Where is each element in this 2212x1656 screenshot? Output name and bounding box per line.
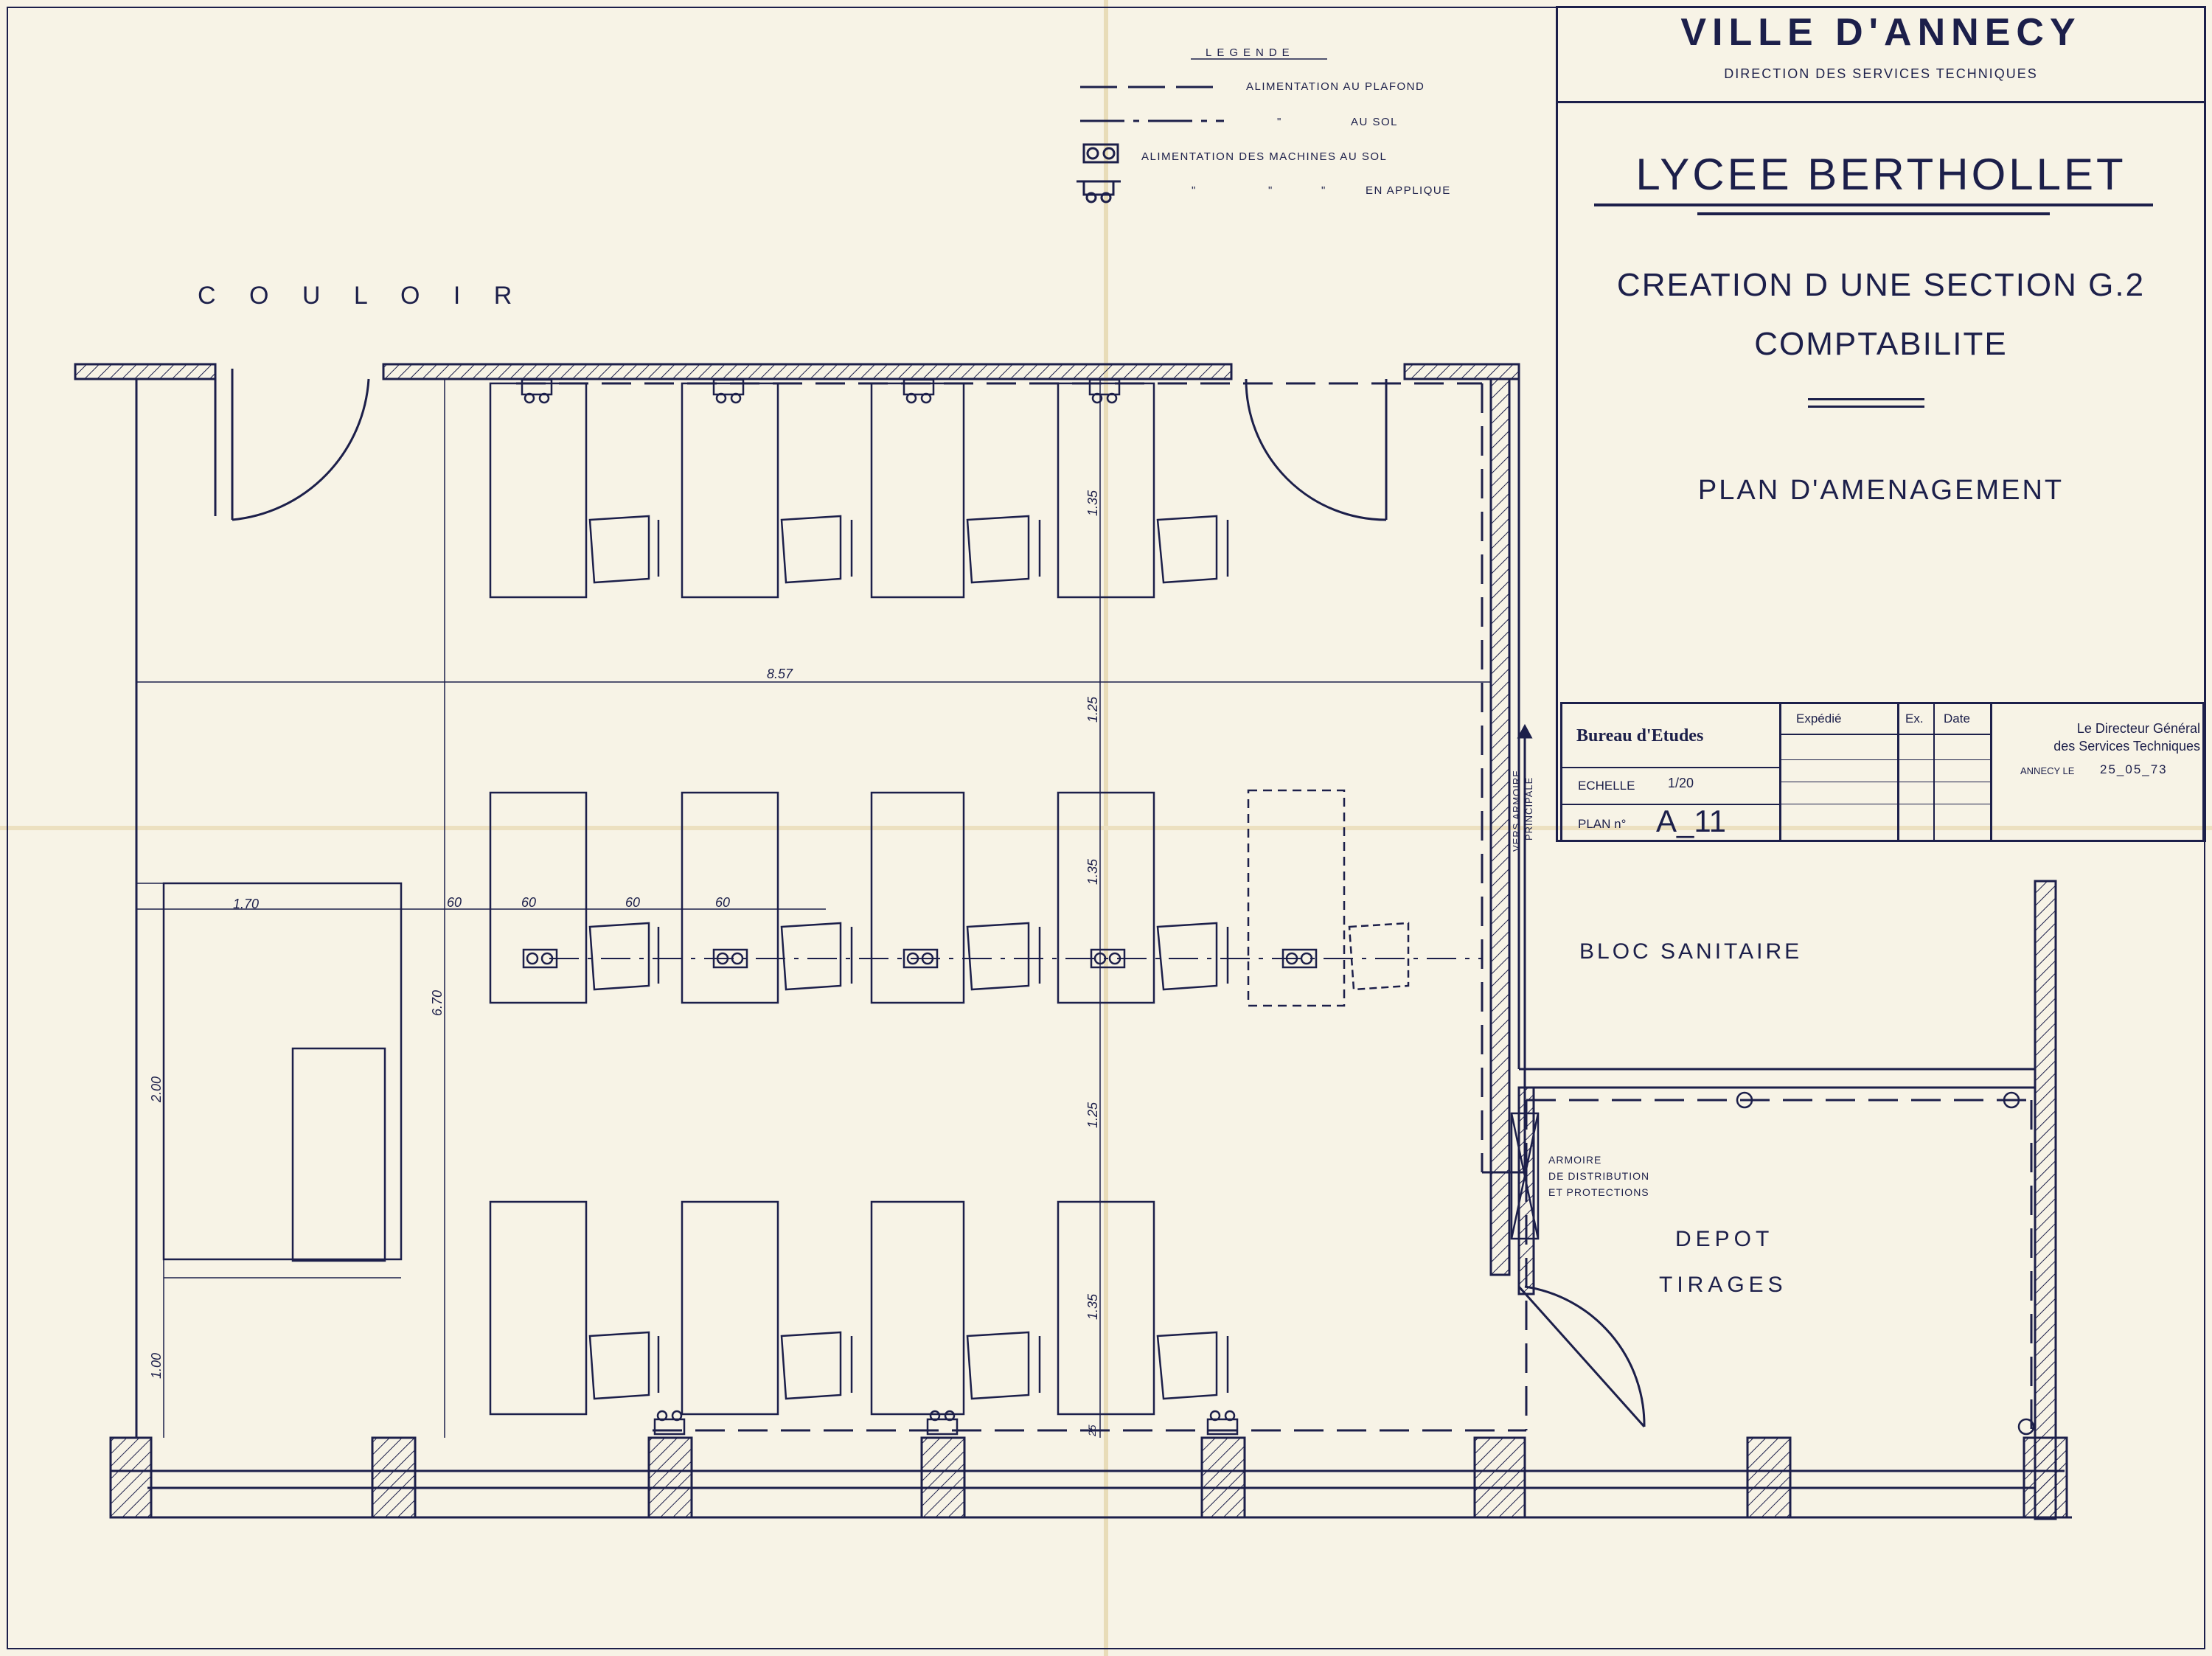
dimension-label: 60 xyxy=(625,895,640,910)
dimension-label: 2.00 xyxy=(149,1076,164,1103)
table-rule xyxy=(1781,734,1992,735)
dimension-label: 8.57 xyxy=(767,667,793,681)
project-underline xyxy=(1808,406,1924,408)
annecy-le: ANNECY LE xyxy=(2020,765,2075,776)
legend-ditto: " xyxy=(1277,116,1281,128)
corridor-label: C O U L O I R xyxy=(198,282,525,310)
service-subtitle: DIRECTION DES SERVICES TECHNIQUES xyxy=(1724,66,2038,81)
col-expedie: Expédié xyxy=(1796,712,1842,726)
bureau-label: Bureau d'Etudes xyxy=(1576,726,1704,745)
legend-machines-label: ALIMENTATION DES MACHINES AU SOL xyxy=(1141,150,1387,163)
armoire-label: ARMOIRE xyxy=(1548,1154,1601,1166)
signature-date: 25_05_73 xyxy=(2100,762,2168,776)
dimension-label: 60 xyxy=(715,895,730,910)
project-underline xyxy=(1808,398,1924,400)
dimension-label: 1.25 xyxy=(1085,696,1100,723)
dimension-label: 1.35 xyxy=(1085,490,1100,516)
ex-column xyxy=(1899,702,1935,842)
dimension-label: 1.35 xyxy=(1085,858,1100,885)
dimension-label: 6.70 xyxy=(430,990,445,1016)
outlet-symbols xyxy=(521,378,2035,1436)
dimension-label: 1.70 xyxy=(233,897,259,911)
dimension-label: 1.35 xyxy=(1085,1293,1100,1320)
dimension-label: 25 xyxy=(1086,1424,1098,1437)
dimension-labels: 8.57 6.70 1.35 1.25 1.35 1.25 1.35 1.70 … xyxy=(149,490,1100,1437)
armoire-label: DE DISTRIBUTION xyxy=(1548,1170,1649,1182)
legend-ditto: " xyxy=(1192,184,1195,197)
vers-armoire-label: VERS ARMOIRE xyxy=(1511,770,1522,852)
plan-type: PLAN D'AMENAGEMENT xyxy=(1697,475,2065,506)
legend-ditto: " xyxy=(1268,184,1272,197)
echelle-label: ECHELLE xyxy=(1578,779,1635,793)
director-line-2: des Services Techniques xyxy=(2053,739,2200,754)
power-lines xyxy=(516,382,2033,1432)
vers-armoire-label: PRINCIPALE xyxy=(1523,777,1534,841)
director-line-1: Le Directeur Général xyxy=(2076,721,2200,736)
project-line-2: COMPTABILITE xyxy=(1754,326,2008,362)
dimension-label: 1.25 xyxy=(1085,1102,1100,1128)
doors xyxy=(231,369,1646,1428)
project-line-1: CREATION D UNE SECTION G.2 xyxy=(1616,267,2146,303)
armoire-label: ET PROTECTIONS xyxy=(1548,1186,1649,1198)
bloc-sanitaire-label: BLOC SANITAIRE xyxy=(1579,939,1802,964)
city-title: VILLE D'ANNECY xyxy=(1680,11,2081,54)
dimension-label: 60 xyxy=(447,895,462,910)
legend-symbols xyxy=(1077,58,1327,203)
legend-floor-label: AU SOL xyxy=(1351,116,1398,128)
legend-title: LEGENDE xyxy=(1206,46,1295,59)
school-underline xyxy=(1594,203,2153,206)
table-rule xyxy=(1781,759,1992,760)
plan-number-label: PLAN n° xyxy=(1578,817,1627,831)
desks xyxy=(162,382,1346,1416)
cartouche-left xyxy=(1560,702,1781,842)
plan-number-value: A_11 xyxy=(1656,804,1726,838)
legend-ditto: " xyxy=(1321,184,1325,197)
dimension-label: 1.00 xyxy=(149,1353,164,1379)
dimension-label: 60 xyxy=(521,895,536,910)
school-underline xyxy=(1697,212,2050,215)
cartouche-divider xyxy=(1560,767,1781,768)
col-date: Date xyxy=(1944,712,1970,726)
title-block-header xyxy=(1556,6,2206,103)
expedie-column xyxy=(1781,702,1899,842)
cartouche xyxy=(1560,702,2205,842)
walls xyxy=(74,363,2072,1520)
depot-label: DEPOT xyxy=(1675,1227,1773,1251)
dimension-lines xyxy=(136,379,1491,1438)
legend-wall-label: EN APPLIQUE xyxy=(1366,184,1451,197)
echelle-value: 1/20 xyxy=(1668,776,1694,790)
school-title: LYCEE BERTHOLLET xyxy=(1635,150,2126,199)
date-column xyxy=(1935,702,1992,842)
legend-ceiling-label: ALIMENTATION AU PLAFOND xyxy=(1246,80,1425,93)
tirages-label: TIRAGES xyxy=(1659,1273,1787,1297)
cartouche-divider xyxy=(1560,804,1781,805)
col-ex: Ex. xyxy=(1905,712,1924,726)
chairs xyxy=(588,515,1410,1400)
